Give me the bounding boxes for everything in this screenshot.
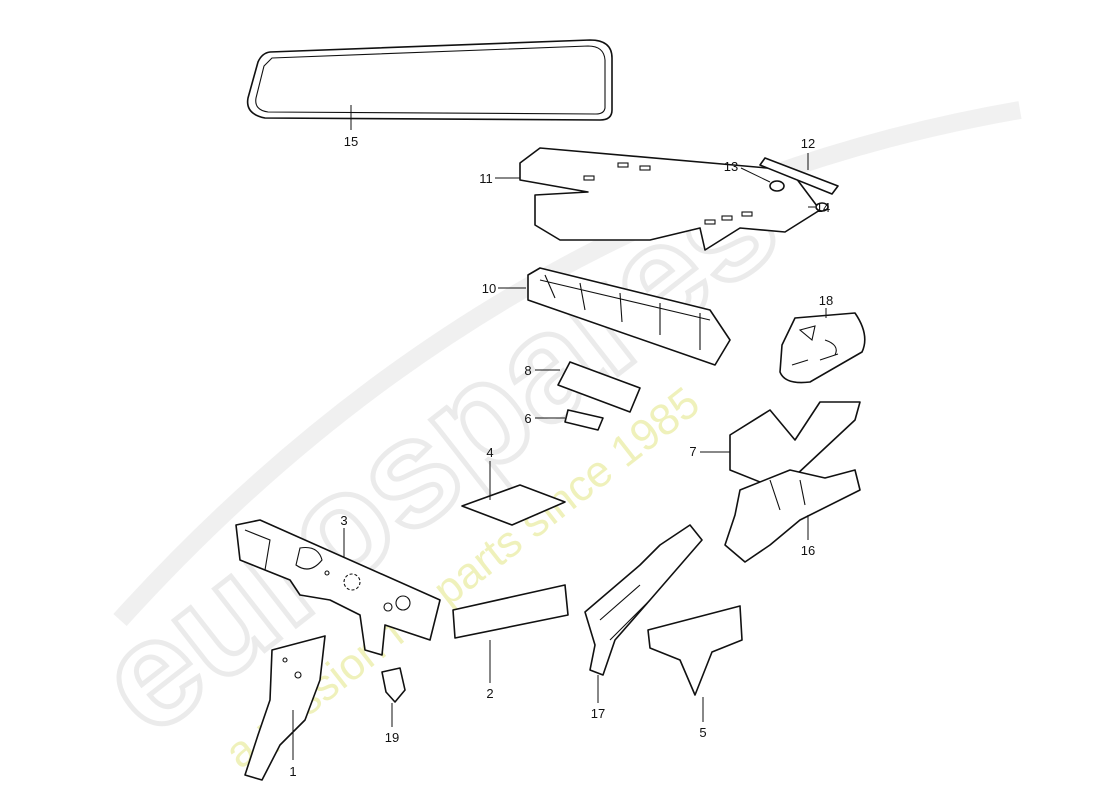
part-1-side-insulation xyxy=(244,635,326,781)
callout-6: 6 xyxy=(524,411,531,426)
callout-5: 5 xyxy=(699,725,706,740)
callout-2: 2 xyxy=(486,686,493,701)
callout-labels: 1 2 3 4 5 6 7 8 10 11 12 13 14 15 16 17 … xyxy=(289,134,833,779)
callout-10: 10 xyxy=(482,281,496,296)
part-6-pad xyxy=(564,409,604,431)
callout-16: 16 xyxy=(801,543,815,558)
part-2-pad xyxy=(452,584,569,639)
part-17-tunnel-insulation xyxy=(584,524,703,676)
callout-8: 8 xyxy=(524,363,531,378)
part-3-firewall-insulation xyxy=(235,519,441,656)
callout-14: 14 xyxy=(816,200,830,215)
part-15-cover-panel xyxy=(246,39,613,121)
callout-17: 17 xyxy=(591,706,605,721)
part-19-clip xyxy=(381,667,406,703)
part-18-bracket-panel xyxy=(779,312,866,384)
part-12-bracket xyxy=(759,157,839,195)
callout-3: 3 xyxy=(340,513,347,528)
part-7-mat xyxy=(729,401,861,491)
part-10-insulation-block xyxy=(527,267,731,366)
callout-13: 13 xyxy=(724,159,738,174)
callout-1: 1 xyxy=(289,764,296,779)
leader-lines xyxy=(292,105,827,760)
part-13-clip xyxy=(769,180,785,192)
part-5-pad xyxy=(647,605,743,696)
part-14-nut xyxy=(815,202,829,212)
part-11-shelf-mat xyxy=(519,147,821,251)
callout-7: 7 xyxy=(689,444,696,459)
callout-15: 15 xyxy=(344,134,358,149)
callout-18: 18 xyxy=(819,293,833,308)
callout-19: 19 xyxy=(385,730,399,745)
callout-4: 4 xyxy=(486,445,493,460)
part-8-pad xyxy=(557,361,641,413)
part-4-pad xyxy=(461,484,566,526)
callout-12: 12 xyxy=(801,136,815,151)
part-16-duct-insulation xyxy=(724,469,861,563)
callout-11: 11 xyxy=(479,171,493,186)
